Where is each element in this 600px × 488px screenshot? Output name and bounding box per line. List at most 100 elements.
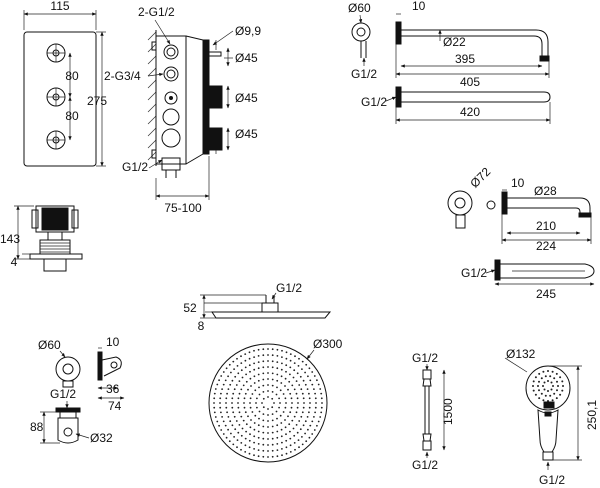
nozzle-dot: [281, 454, 283, 457]
nozzle-dot: [320, 392, 323, 395]
nozzle-dot: [301, 436, 303, 438]
nozzle-dot: [293, 415, 296, 418]
nozzle-dot: [267, 384, 269, 386]
nozzle-dot: [296, 372, 299, 375]
elbow-plate: [29, 253, 83, 260]
rain-head-side-view: G1/2 52 8: [183, 281, 332, 333]
holder-depth-small-label: 36: [106, 382, 120, 396]
inlet-connector-top: [163, 44, 179, 60]
nozzle-dot: [288, 423, 291, 426]
nozzle-dot: [254, 414, 257, 417]
nozzle-dot: [257, 348, 260, 351]
nozzle-dot: [245, 430, 248, 433]
nozzle-dot: [226, 411, 229, 414]
nozzle-dot: [285, 357, 288, 360]
nozzle-dot: [304, 383, 307, 386]
nozzle-dot: [287, 415, 289, 418]
nozzle-dot: [222, 433, 225, 435]
nozzle-dot: [262, 449, 265, 452]
hand-nozzle-dot: [542, 370, 545, 373]
nozzle-dot: [237, 372, 240, 375]
nozzle-dot: [279, 402, 281, 404]
nozzle-dot: [280, 428, 283, 431]
nozzle-dot: [301, 360, 304, 363]
nozzle-dot: [253, 362, 256, 365]
nozzle-dot: [267, 366, 269, 368]
nozzle-dot: [232, 411, 235, 414]
nozzle-dot: [244, 451, 247, 453]
nozzle-dot: [255, 402, 257, 404]
nozzle-dot: [247, 415, 249, 418]
elbow-thread: [39, 239, 71, 255]
thermostat-side-view: 2-G1/2 Ø9,9 2-G3/4 Ø45 Ø45 Ø45 G1/2 75-1…: [104, 5, 261, 215]
nozzle-dot: [243, 406, 246, 409]
nozzle-dot: [293, 434, 296, 437]
nozzle-dot: [292, 376, 295, 379]
hand-shower-logo-plate: [543, 401, 555, 409]
nozzle-dot: [219, 406, 222, 409]
nozzle-dot: [304, 432, 306, 435]
hand-nozzle-dot: [532, 380, 535, 383]
rain-head-disc: [208, 343, 328, 463]
nozzle-dot: [230, 371, 232, 374]
nozzle-dot: [311, 433, 314, 435]
nozzle-dot: [251, 393, 254, 395]
nozzle-dot: [219, 397, 222, 400]
nozzle-dot: [302, 406, 305, 409]
nozzle-dot: [279, 389, 282, 392]
nozzle-dot: [232, 443, 235, 446]
nozzle-dot: [230, 432, 232, 435]
holder-rosette-front: [55, 356, 81, 382]
nozzle-dot: [295, 392, 298, 395]
nozzle-dot: [303, 402, 305, 404]
holder-side-body: [101, 356, 122, 377]
nozzle-dot: [271, 419, 274, 422]
nozzle-dot: [262, 437, 265, 440]
nozzle-dot: [280, 375, 283, 378]
nozzle-dot: [301, 443, 304, 446]
shower-arm-straight-view: G1/2 420: [361, 86, 551, 124]
arm-tube-inner: [401, 35, 543, 56]
inlet-thread-label: 2-G1/2: [138, 5, 175, 19]
nozzle-dot: [240, 448, 242, 451]
nozzle-dot: [282, 411, 285, 413]
nozzle-dot: [297, 365, 300, 367]
nozzle-dot: [253, 441, 256, 444]
nozzle-dot: [218, 424, 221, 427]
nozzle-dot: [232, 360, 235, 363]
nozzle-dot: [267, 426, 269, 428]
holder-bore-label: Ø32: [90, 431, 113, 445]
nozzle-dot: [262, 372, 265, 375]
nozzle-dot: [300, 388, 303, 391]
nozzle-dot: [220, 411, 222, 414]
nozzle-dot: [289, 353, 292, 355]
panel-height-label: 275: [87, 94, 107, 108]
nozzle-dot: [293, 388, 296, 391]
nozzle-dot: [258, 386, 260, 389]
nozzle-dot: [304, 371, 306, 374]
nozzle-dot: [249, 370, 251, 373]
nozzle-dot: [305, 363, 308, 366]
hand-nozzle-dot: [534, 376, 537, 379]
nozzle-dot: [247, 388, 249, 391]
nozzle-dot: [257, 355, 260, 357]
hand-nozzle-dot: [550, 388, 553, 391]
nozzle-dot: [293, 442, 296, 444]
nozzle-dot: [262, 378, 265, 381]
nozzle-dot: [253, 422, 256, 424]
nozzle-dot: [248, 446, 251, 449]
nozzle-dot: [213, 392, 216, 395]
thermostat-front-view: 115 80 80 275: [23, 0, 107, 167]
nozzle-dot: [285, 433, 287, 436]
nozzle-dot: [289, 430, 291, 433]
nozzle-dot: [214, 388, 217, 390]
nozzle-dot: [317, 383, 320, 386]
nozzle-dot: [314, 397, 317, 400]
nozzle-dot: [276, 455, 279, 458]
nozzle-dot: [213, 397, 216, 400]
nozzle-dot: [240, 442, 243, 444]
spout-outer-length-label: 224: [536, 239, 556, 253]
nozzle-dot: [308, 397, 311, 400]
nozzle-dot: [220, 375, 223, 377]
nozzle-dot: [316, 424, 318, 427]
